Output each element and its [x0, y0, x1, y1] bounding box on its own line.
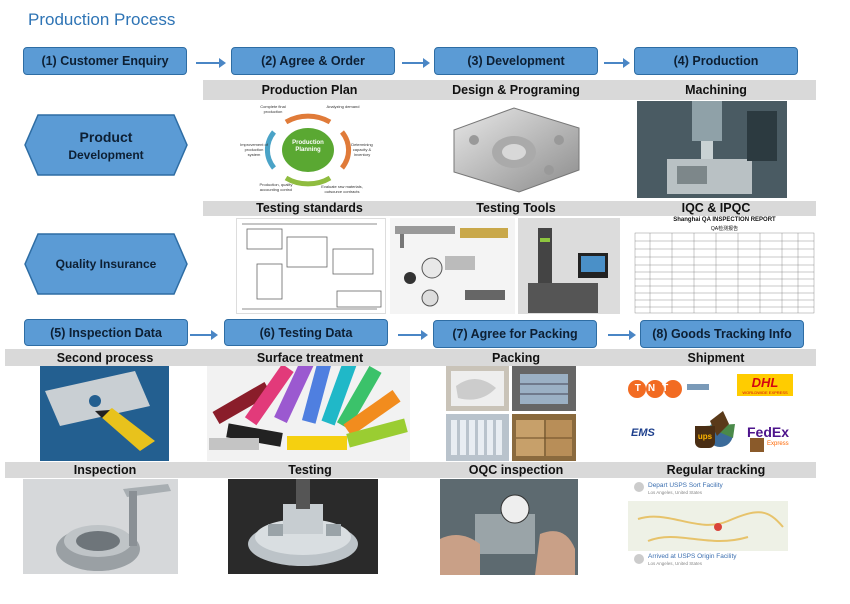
packing-image [512, 366, 576, 411]
technical-drawing-image [236, 218, 386, 314]
step-agree-packing: (7) Agree for Packing [433, 320, 597, 348]
label-testing-tools: Testing Tools [476, 201, 556, 215]
report-title: Shanghai QA INSPECTION REPORT [673, 217, 776, 223]
tracking-depart-location: Los Angeles, United States [648, 490, 703, 495]
arrow [604, 58, 630, 68]
arrow [402, 58, 430, 68]
production-planning-cycle: Production Planning Complete final produ… [238, 102, 378, 198]
cad-part-image [444, 100, 589, 198]
surface-treatment-image [207, 366, 410, 461]
cycle-arrows [265, 113, 351, 187]
ups-logo: ups [695, 426, 715, 448]
cycle-center: Production Planning [292, 140, 324, 154]
arrow [196, 58, 226, 68]
label-regular-tracking: Regular tracking [666, 463, 766, 477]
tnt-logo: TNT [634, 383, 676, 394]
tracking-depart: Depart USPS Sort Facility [648, 482, 723, 489]
tracking-arrive-location: Los Angeles, United States [648, 561, 703, 566]
step-customer-enquiry: (1) Customer Enquiry [23, 47, 187, 75]
caliper-inspection-image [23, 479, 178, 574]
fedex-logo: FedEx [747, 424, 790, 440]
tracking-map-image: Depart USPS Sort Facility Los Angeles, U… [628, 479, 788, 575]
report-subtitle: QA检测报告 [710, 226, 739, 232]
quality-insurance-hexagon: Quality Insurance [24, 233, 188, 295]
product-development-hexagon: Product Development [24, 114, 188, 176]
label-oqc-inspection: OQC inspection [468, 463, 564, 477]
step-agree-order: (2) Agree & Order [231, 47, 395, 75]
inspection-report-image: Shanghai QA INSPECTION REPORT QA检测报告 [632, 216, 817, 316]
arrow [190, 330, 218, 340]
quality-insurance-label: Quality Insurance [55, 257, 157, 271]
label-production-plan: Production Plan [261, 83, 358, 97]
testing-image [228, 479, 378, 574]
step-development: (3) Development [434, 47, 598, 75]
tracking-arrive: Arrived at USPS Origin Facility [648, 553, 737, 560]
packing-image [512, 414, 576, 461]
arrow [608, 330, 636, 340]
cycle-item: Improvement of production system [240, 142, 268, 157]
cycle-item: Analyzing demand [326, 104, 360, 109]
fedex-subtitle: Express [767, 441, 789, 447]
label-surface-treatment: Surface treatment [256, 351, 364, 365]
dhl-logo: DHL [751, 375, 779, 390]
carrier-logos-image: TNT DHL WORLDWIDE EXPRESS EMS ups FedEx … [625, 366, 795, 461]
oqc-inspection-image [440, 479, 578, 575]
machining-image [637, 101, 787, 198]
step-production: (4) Production [634, 47, 798, 75]
label-testing: Testing [288, 463, 332, 477]
label-packing: Packing [492, 351, 540, 365]
label-bar [203, 201, 816, 216]
cycle-item: Determining capacity & Inventory [351, 142, 373, 157]
product-label: Product [79, 128, 133, 145]
label-inspection: Inspection [73, 463, 137, 477]
step-inspection-data: (5) Inspection Data [24, 319, 188, 346]
label-machining: Machining [685, 83, 747, 97]
label-bar [5, 349, 816, 366]
development-label: Development [68, 147, 144, 162]
label-design-programing: Design & Programing [452, 83, 580, 97]
cmm-machine-image [518, 218, 620, 314]
cycle-item: Evaluate raw materials, outsource contra… [321, 184, 363, 194]
label-shipment: Shipment [687, 351, 745, 365]
second-process-image [40, 366, 169, 461]
label-bar [5, 462, 816, 478]
packing-image [446, 366, 509, 411]
ems-logo: EMS [631, 427, 655, 439]
testing-tools-image [390, 218, 515, 314]
cycle-item: Production, quality accounting control [259, 182, 293, 192]
dhl-subtitle: WORLDWIDE EXPRESS [742, 390, 788, 395]
cycle-item: Complete final production [260, 104, 286, 114]
step-goods-tracking: (8) Goods Tracking Info [640, 320, 804, 348]
label-testing-standards: Testing standards [256, 201, 363, 215]
packing-image [446, 414, 509, 461]
label-bar [203, 80, 816, 100]
label-second-process: Second process [56, 351, 154, 365]
arrow [398, 330, 428, 340]
label-iqc-ipqc: IQC & IPQC [681, 201, 751, 215]
page-title: Production Process [28, 10, 176, 29]
step-testing-data: (6) Testing Data [224, 319, 388, 346]
